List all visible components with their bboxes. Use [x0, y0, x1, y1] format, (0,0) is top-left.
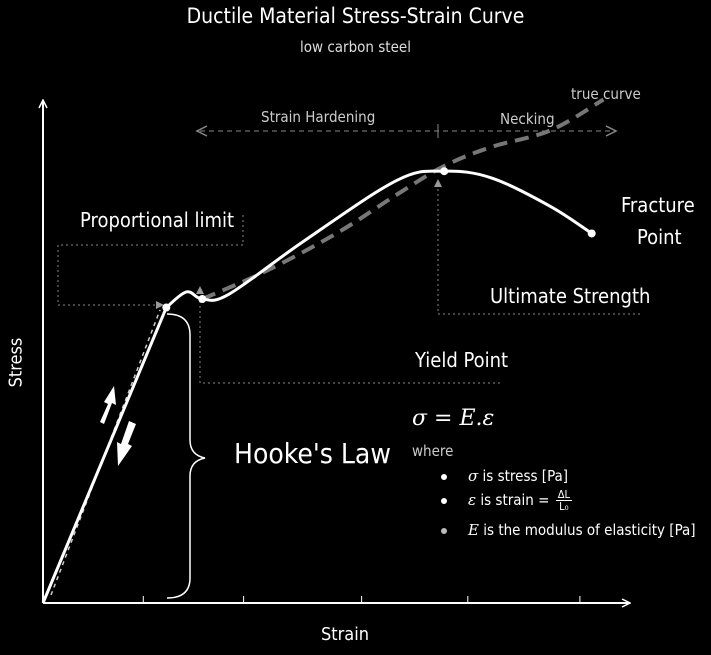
legend-item-stress: σ is stress [Pa] — [438, 464, 696, 488]
yield-point-leader — [196, 286, 500, 384]
true-curve-line — [201, 97, 605, 301]
point-fracture-point — [587, 229, 596, 238]
necking-label: Necking — [500, 110, 555, 128]
proportional-limit-label: Proportional limit — [80, 208, 235, 232]
strain-hardening-label: Strain Hardening — [261, 108, 376, 126]
chart-title: Ductile Material Stress-Strain Curve — [186, 4, 525, 28]
unloading-arrow-icon — [117, 421, 136, 466]
where-label: where — [412, 442, 454, 460]
hookes-law-brace — [166, 313, 206, 599]
chart-subtitle: low carbon steel — [300, 38, 411, 56]
point-ultimate-strength — [440, 167, 449, 176]
ultimate-strength-label: Ultimate Strength — [490, 284, 651, 308]
engineering-curve-line — [41, 169, 593, 604]
point-yield-point — [198, 295, 207, 303]
y-axis-label: Stress — [5, 337, 27, 388]
true-curve-label: true curve — [571, 85, 641, 103]
legend-item-modulus: E is the modulus of elasticity [Pa] — [438, 518, 696, 542]
fracture-label-line1: Fracture — [621, 193, 695, 217]
yield-point-label: Yield Point — [415, 348, 509, 372]
proportional-limit-leader — [57, 215, 244, 309]
ultimate-strength-leader — [434, 179, 640, 315]
loading-arrow-icon — [100, 386, 116, 424]
point-proportional-limit — [162, 303, 171, 312]
stress-formula: σ = E.ε — [412, 406, 495, 431]
hookes-law-label: Hooke's Law — [234, 437, 391, 470]
x-axis-label: Strain — [321, 624, 369, 645]
fracture-label-line2: Point — [637, 225, 682, 249]
